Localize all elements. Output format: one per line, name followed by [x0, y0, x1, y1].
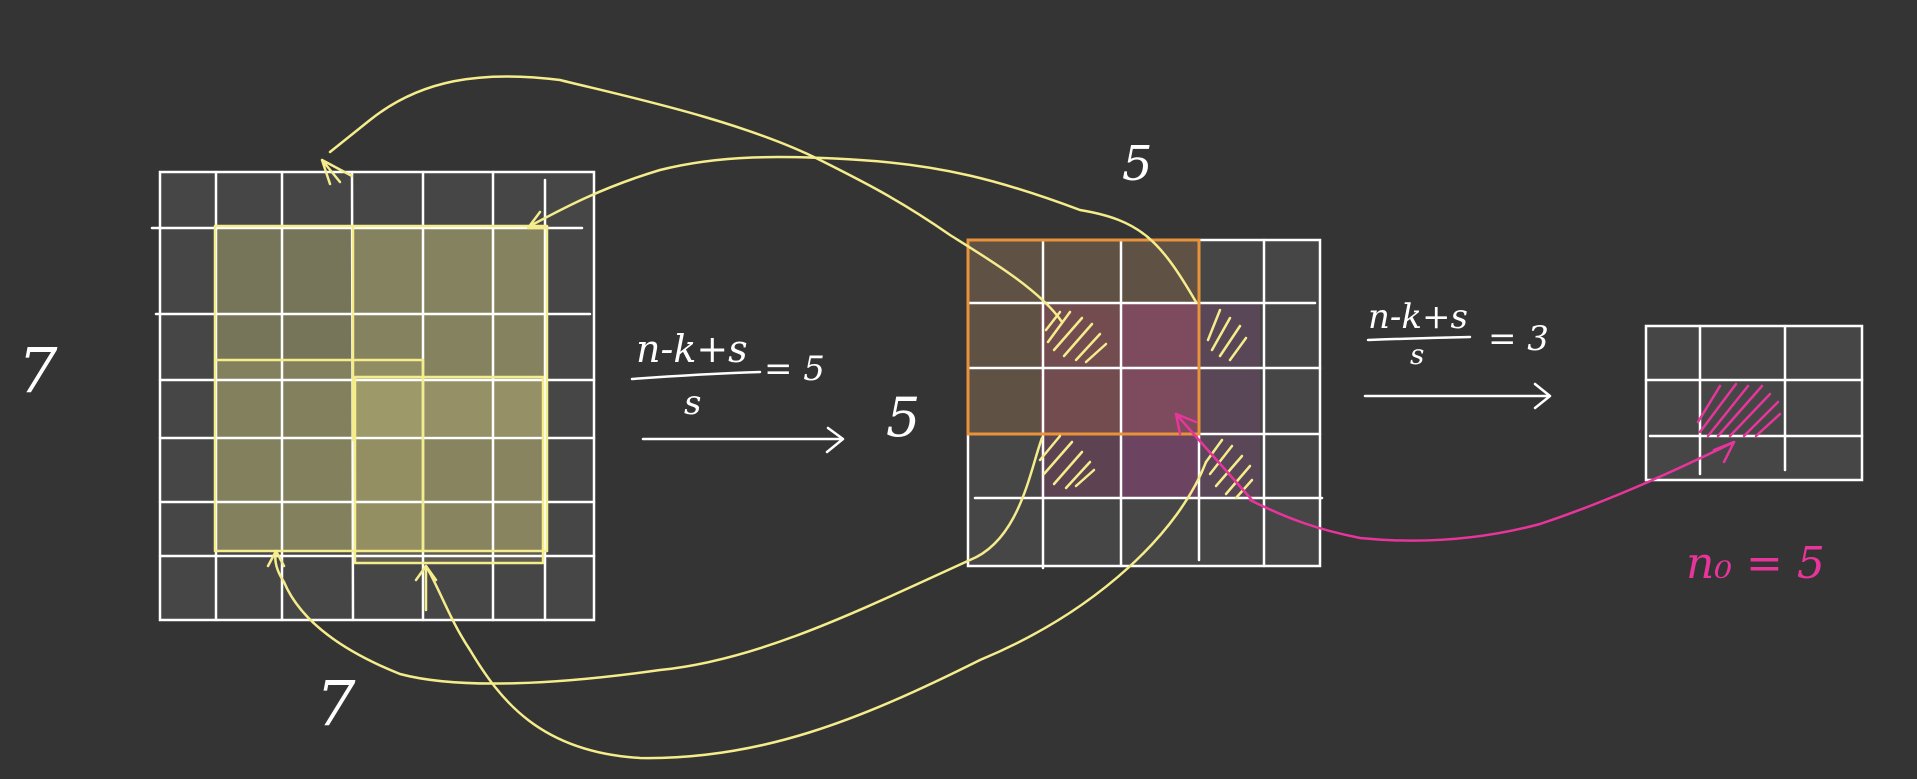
curve-top-inner	[528, 155, 1198, 304]
pink-arrowhead-icon	[1174, 412, 1198, 436]
formula-1-result: = 5	[764, 349, 825, 389]
arrowhead-bottom-left	[266, 549, 286, 568]
window-outline-1	[213, 224, 549, 553]
formula-2-result: = 3	[1488, 319, 1549, 359]
arrowhead-top-inner	[526, 210, 550, 230]
formula-2-denominator: s	[1410, 338, 1424, 371]
pink-curve	[1248, 440, 1736, 542]
window-bottom-right	[355, 377, 543, 563]
arrow-right-icon	[641, 426, 845, 454]
hatch-bottom-right	[1204, 438, 1254, 500]
pink-arrow-shaft	[1174, 412, 1254, 502]
window-top-left	[215, 226, 547, 551]
arrowhead-bottom-right	[414, 564, 438, 612]
formula-2-numerator: n-k+s	[1368, 297, 1468, 337]
window-bottom-left	[215, 360, 423, 550]
curve-bottom-right	[424, 460, 1208, 760]
pink-curve-arrowhead-icon	[1712, 440, 1736, 464]
middle-grid	[966, 238, 1324, 570]
output-grid-background	[1646, 326, 1862, 480]
output-hatch	[1696, 382, 1782, 438]
hatch-bottom-left	[1038, 434, 1096, 490]
middle-cols-label: 5	[1122, 136, 1153, 192]
purple-window-fill	[1120, 302, 1260, 498]
formula-2-fraction-bar	[1366, 335, 1472, 342]
orange-window-outline	[966, 238, 1201, 436]
curve-top-outer	[328, 75, 1064, 324]
input-grid-background	[160, 172, 594, 620]
window-top-right	[353, 226, 546, 436]
pink-connectors	[1174, 412, 1736, 542]
window-outline-2	[213, 224, 425, 553]
input-rows-label: 7	[18, 334, 58, 407]
formula-2: n-k+s s = 3	[1363, 297, 1552, 410]
input-grid	[150, 170, 596, 622]
middle-grid-lines	[966, 238, 1324, 570]
input-cols-label: 7	[316, 667, 356, 740]
arrowhead-top-outer	[320, 158, 354, 186]
formula-1-numerator: n-k+s	[636, 327, 748, 371]
formula-1: n-k+s s = 5	[630, 327, 845, 454]
middle-rows-label: 5	[886, 386, 920, 449]
hatch-top-right	[1206, 308, 1248, 362]
curve-bottom-left	[274, 436, 1044, 685]
formula-1-denominator: s	[684, 383, 701, 423]
arrow-right-icon-2	[1363, 382, 1552, 410]
formula-1-fraction-bar	[630, 370, 762, 381]
yellow-connectors	[266, 75, 1208, 760]
output-size-label: n₀ = 5	[1686, 538, 1825, 589]
hatch-top-left	[1044, 310, 1108, 364]
window-outline-3	[353, 375, 545, 565]
output-grid	[1644, 324, 1864, 482]
middle-grid-background	[968, 240, 1320, 566]
